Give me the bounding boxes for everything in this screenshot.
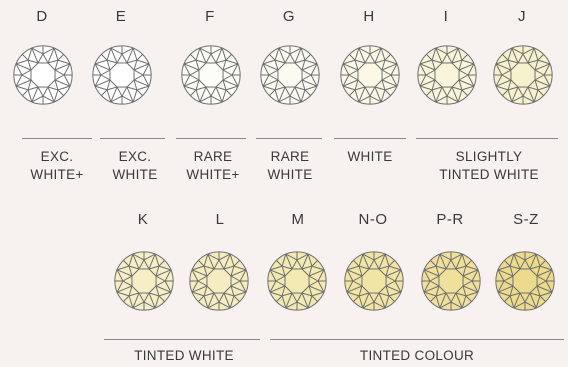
label-line: WHITE+: [14, 166, 100, 184]
grade-letter-l: L: [190, 211, 250, 228]
grade-letter-e: E: [91, 8, 151, 25]
label-line: EXC.: [14, 148, 100, 166]
grade-letter-m: M: [268, 211, 328, 228]
label-exc-white: EXC. WHITE: [95, 148, 175, 184]
label-exc-white-plus: EXC. WHITE+: [14, 148, 100, 184]
divider-white: [334, 138, 406, 139]
grade-letter-j: J: [492, 8, 552, 25]
diamond-h-icon: [339, 44, 401, 106]
diamond-s-z-icon: [494, 250, 556, 312]
diamond-j-icon: [492, 44, 554, 106]
divider-tinted-colour: [270, 339, 564, 340]
label-tinted-white: TINTED WHITE: [104, 347, 264, 365]
label-rare-white-plus: RARE WHITE+: [170, 148, 256, 184]
grade-letter-n-o: N-O: [343, 211, 403, 228]
diamond-m-icon: [266, 250, 328, 312]
grade-letter-h: H: [339, 8, 399, 25]
grade-letter-k: K: [113, 211, 173, 228]
grade-letter-s-z: S-Z: [496, 211, 556, 228]
diamond-k-icon: [113, 250, 175, 312]
label-line: WHITE: [250, 166, 330, 184]
label-line: WHITE+: [170, 166, 256, 184]
diamond-i-icon: [416, 44, 478, 106]
grade-letter-p-r: P-R: [420, 211, 480, 228]
diamond-l-icon: [188, 250, 250, 312]
diamond-f-icon: [180, 44, 242, 106]
divider-rare-white: [256, 138, 322, 139]
grade-letter-i: I: [416, 8, 476, 25]
label-tinted-colour: TINTED COLOUR: [270, 347, 564, 365]
divider-rare-white-plus: [176, 138, 246, 139]
grade-letter-d: D: [12, 8, 72, 25]
diamond-g-icon: [259, 44, 321, 106]
grade-letter-f: F: [180, 8, 240, 25]
divider-slightly-tinted-white: [416, 138, 558, 139]
label-rare-white: RARE WHITE: [250, 148, 330, 184]
label-line: WHITE: [95, 166, 175, 184]
label-line: SLIGHTLY: [418, 148, 560, 166]
grade-letter-g: G: [259, 8, 319, 25]
label-line: WHITE: [330, 148, 410, 166]
diamond-e-icon: [91, 44, 153, 106]
divider-tinted-white: [104, 339, 260, 340]
diamond-n-o-icon: [343, 250, 405, 312]
divider-exc-white-plus: [22, 138, 92, 139]
label-slightly-tinted-white: SLIGHTLY TINTED WHITE: [418, 148, 560, 184]
label-line: RARE: [170, 148, 256, 166]
label-line: EXC.: [95, 148, 175, 166]
label-white: WHITE: [330, 148, 410, 166]
divider-exc-white: [100, 138, 165, 139]
diamond-p-r-icon: [420, 250, 482, 312]
label-line: RARE: [250, 148, 330, 166]
label-line: TINTED WHITE: [418, 166, 560, 184]
diamond-d-icon: [12, 44, 74, 106]
